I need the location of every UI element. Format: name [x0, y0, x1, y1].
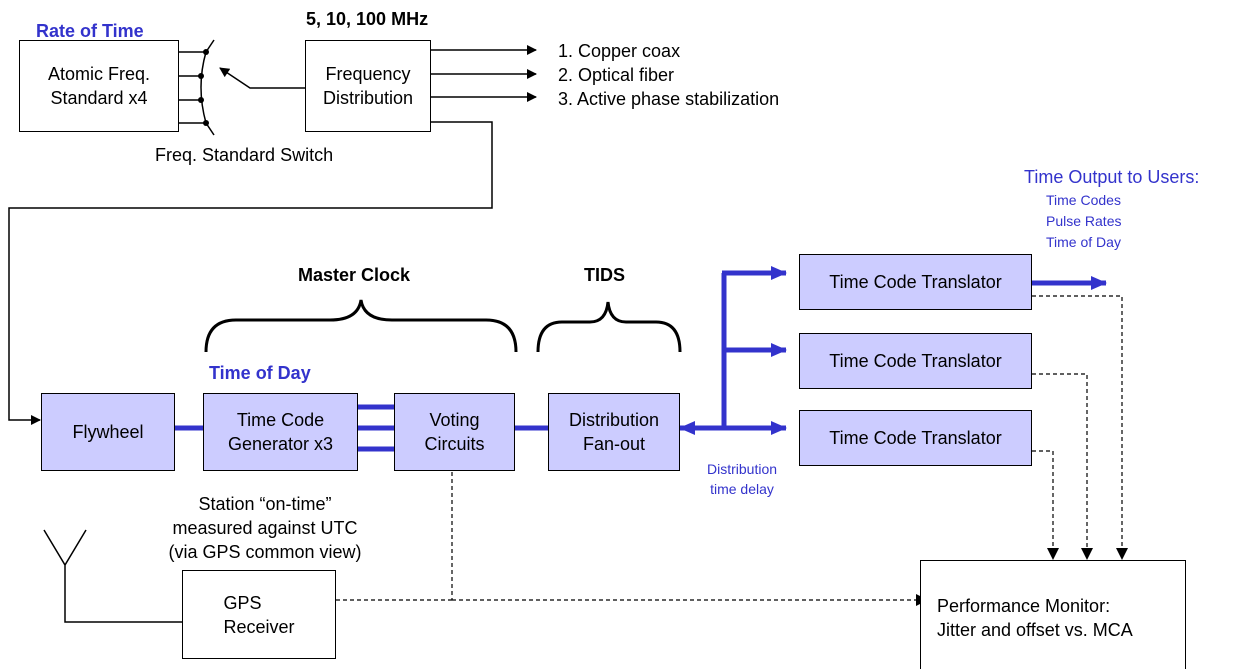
gps-receiver-box: GPS Receiver — [182, 570, 336, 659]
flywheel-box: Flywheel — [41, 393, 175, 471]
tids-heading: TIDS — [584, 265, 626, 285]
switch-label: Freq. Standard Switch — [155, 145, 334, 165]
time-output-title: Time Output to Users: — [1024, 167, 1200, 187]
frequencies-heading: 5, 10, 100 MHz — [306, 9, 429, 29]
voting-circuits-box: Voting Circuits — [394, 393, 515, 471]
distribution-method-2: 2. Optical fiber — [558, 65, 675, 85]
time-code-translator-box-1: Time Code Translator — [799, 254, 1032, 310]
time-output-item-time-of-day: Time of Day — [1046, 234, 1121, 250]
tids-brace — [536, 301, 682, 353]
time-of-day-heading: Time of Day — [209, 363, 311, 383]
monitor-dashed-lines — [336, 295, 1123, 601]
master-clock-brace — [204, 299, 518, 353]
rate-of-time-heading: Rate of Time — [36, 21, 144, 41]
standard-to-switch-lines — [178, 39, 215, 136]
antenna-icon — [43, 529, 182, 623]
time-output-item-pulse-rates: Pulse Rates — [1046, 213, 1122, 229]
station-on-time-label: Station “on-time” measured against UTC (… — [168, 494, 362, 562]
distribution-method-1: 1. Copper coax — [558, 41, 681, 61]
feed-to-flywheel-line — [8, 121, 493, 425]
performance-monitor-box: Performance Monitor: Jitter and offset v… — [920, 560, 1186, 669]
translator-feed-arrows — [722, 266, 787, 435]
time-code-generator-box: Time Code Generator x3 — [203, 393, 358, 471]
frequency-distribution-box: Frequency Distribution — [305, 40, 431, 132]
switch-control-arrow — [219, 67, 305, 89]
switch-contacts — [198, 49, 209, 126]
master-clock-heading: Master Clock — [298, 265, 411, 285]
atomic-standard-box: Atomic Freq. Standard x4 — [19, 40, 179, 132]
distribution-fanout-box: Distribution Fan-out — [548, 393, 680, 471]
time-code-translator-box-2: Time Code Translator — [799, 333, 1032, 389]
distribution-delay-label: Distribution time delay — [706, 461, 778, 497]
time-code-translator-box-3: Time Code Translator — [799, 410, 1032, 466]
time-output-item-time-codes: Time Codes — [1046, 192, 1121, 208]
distribution-method-3: 3. Active phase stabilization — [558, 89, 780, 109]
distribution-output-arrows — [431, 45, 537, 102]
